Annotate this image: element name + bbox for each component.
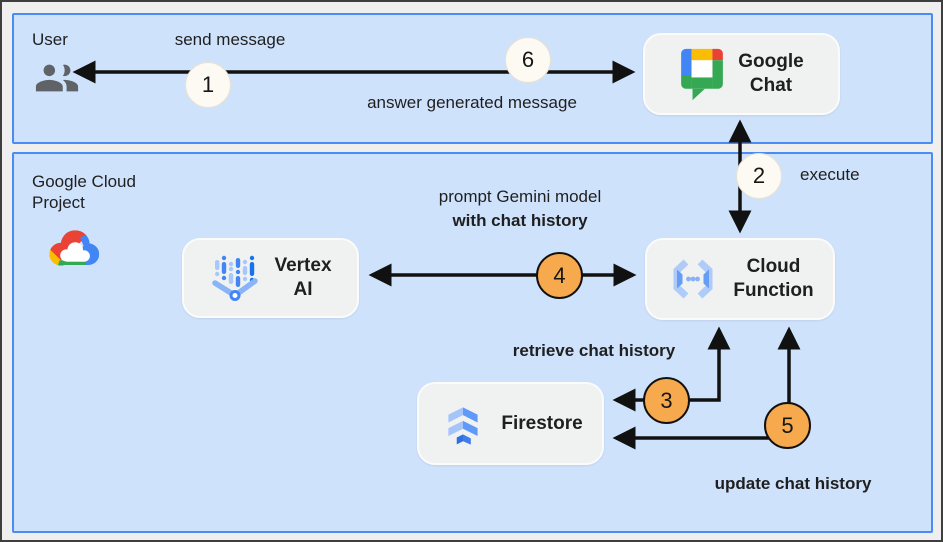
vertex-ai-icon bbox=[212, 255, 259, 301]
node-cloud-function: Cloud Function bbox=[645, 238, 835, 320]
label-answer-generated-message: answer generated message bbox=[367, 93, 577, 112]
label-execute: execute bbox=[800, 165, 860, 184]
step-3-badge: 3 bbox=[643, 377, 690, 424]
google-chat-label: Google Chat bbox=[738, 51, 804, 96]
user-panel-label: User bbox=[32, 30, 68, 49]
step-6-badge: 6 bbox=[505, 37, 551, 83]
firestore-icon bbox=[448, 406, 478, 445]
label-prompt-gemini-line1: prompt Gemini model bbox=[438, 187, 602, 206]
label-retrieve-chat-history: retrieve chat history bbox=[512, 341, 676, 360]
node-google-chat: Google Chat bbox=[643, 33, 840, 115]
label-prompt-gemini-line2: with chat history bbox=[452, 211, 588, 230]
step-4-badge: 4 bbox=[536, 252, 583, 299]
cloud-function-icon bbox=[673, 259, 713, 299]
step-1-badge: 1 bbox=[185, 62, 231, 108]
user-icon bbox=[35, 64, 79, 92]
google-cloud-icon bbox=[49, 230, 100, 266]
cloud-function-label: Cloud Function bbox=[733, 256, 814, 301]
google-cloud-panel-label: Google Cloud Project bbox=[32, 172, 136, 212]
label-prompt-gemini: prompt Gemini model with chat history bbox=[439, 187, 602, 231]
node-vertex-ai: Vertex AI bbox=[182, 238, 359, 318]
vertex-ai-label: Vertex AI bbox=[274, 255, 332, 300]
label-send-message: send message bbox=[174, 30, 286, 49]
step-5-badge: 5 bbox=[764, 402, 811, 449]
firestore-label: Firestore bbox=[501, 412, 583, 434]
google-chat-icon bbox=[681, 48, 724, 100]
label-update-chat-history: update chat history bbox=[714, 474, 872, 493]
node-firestore: Firestore bbox=[417, 382, 604, 465]
step-2-badge: 2 bbox=[736, 153, 782, 199]
